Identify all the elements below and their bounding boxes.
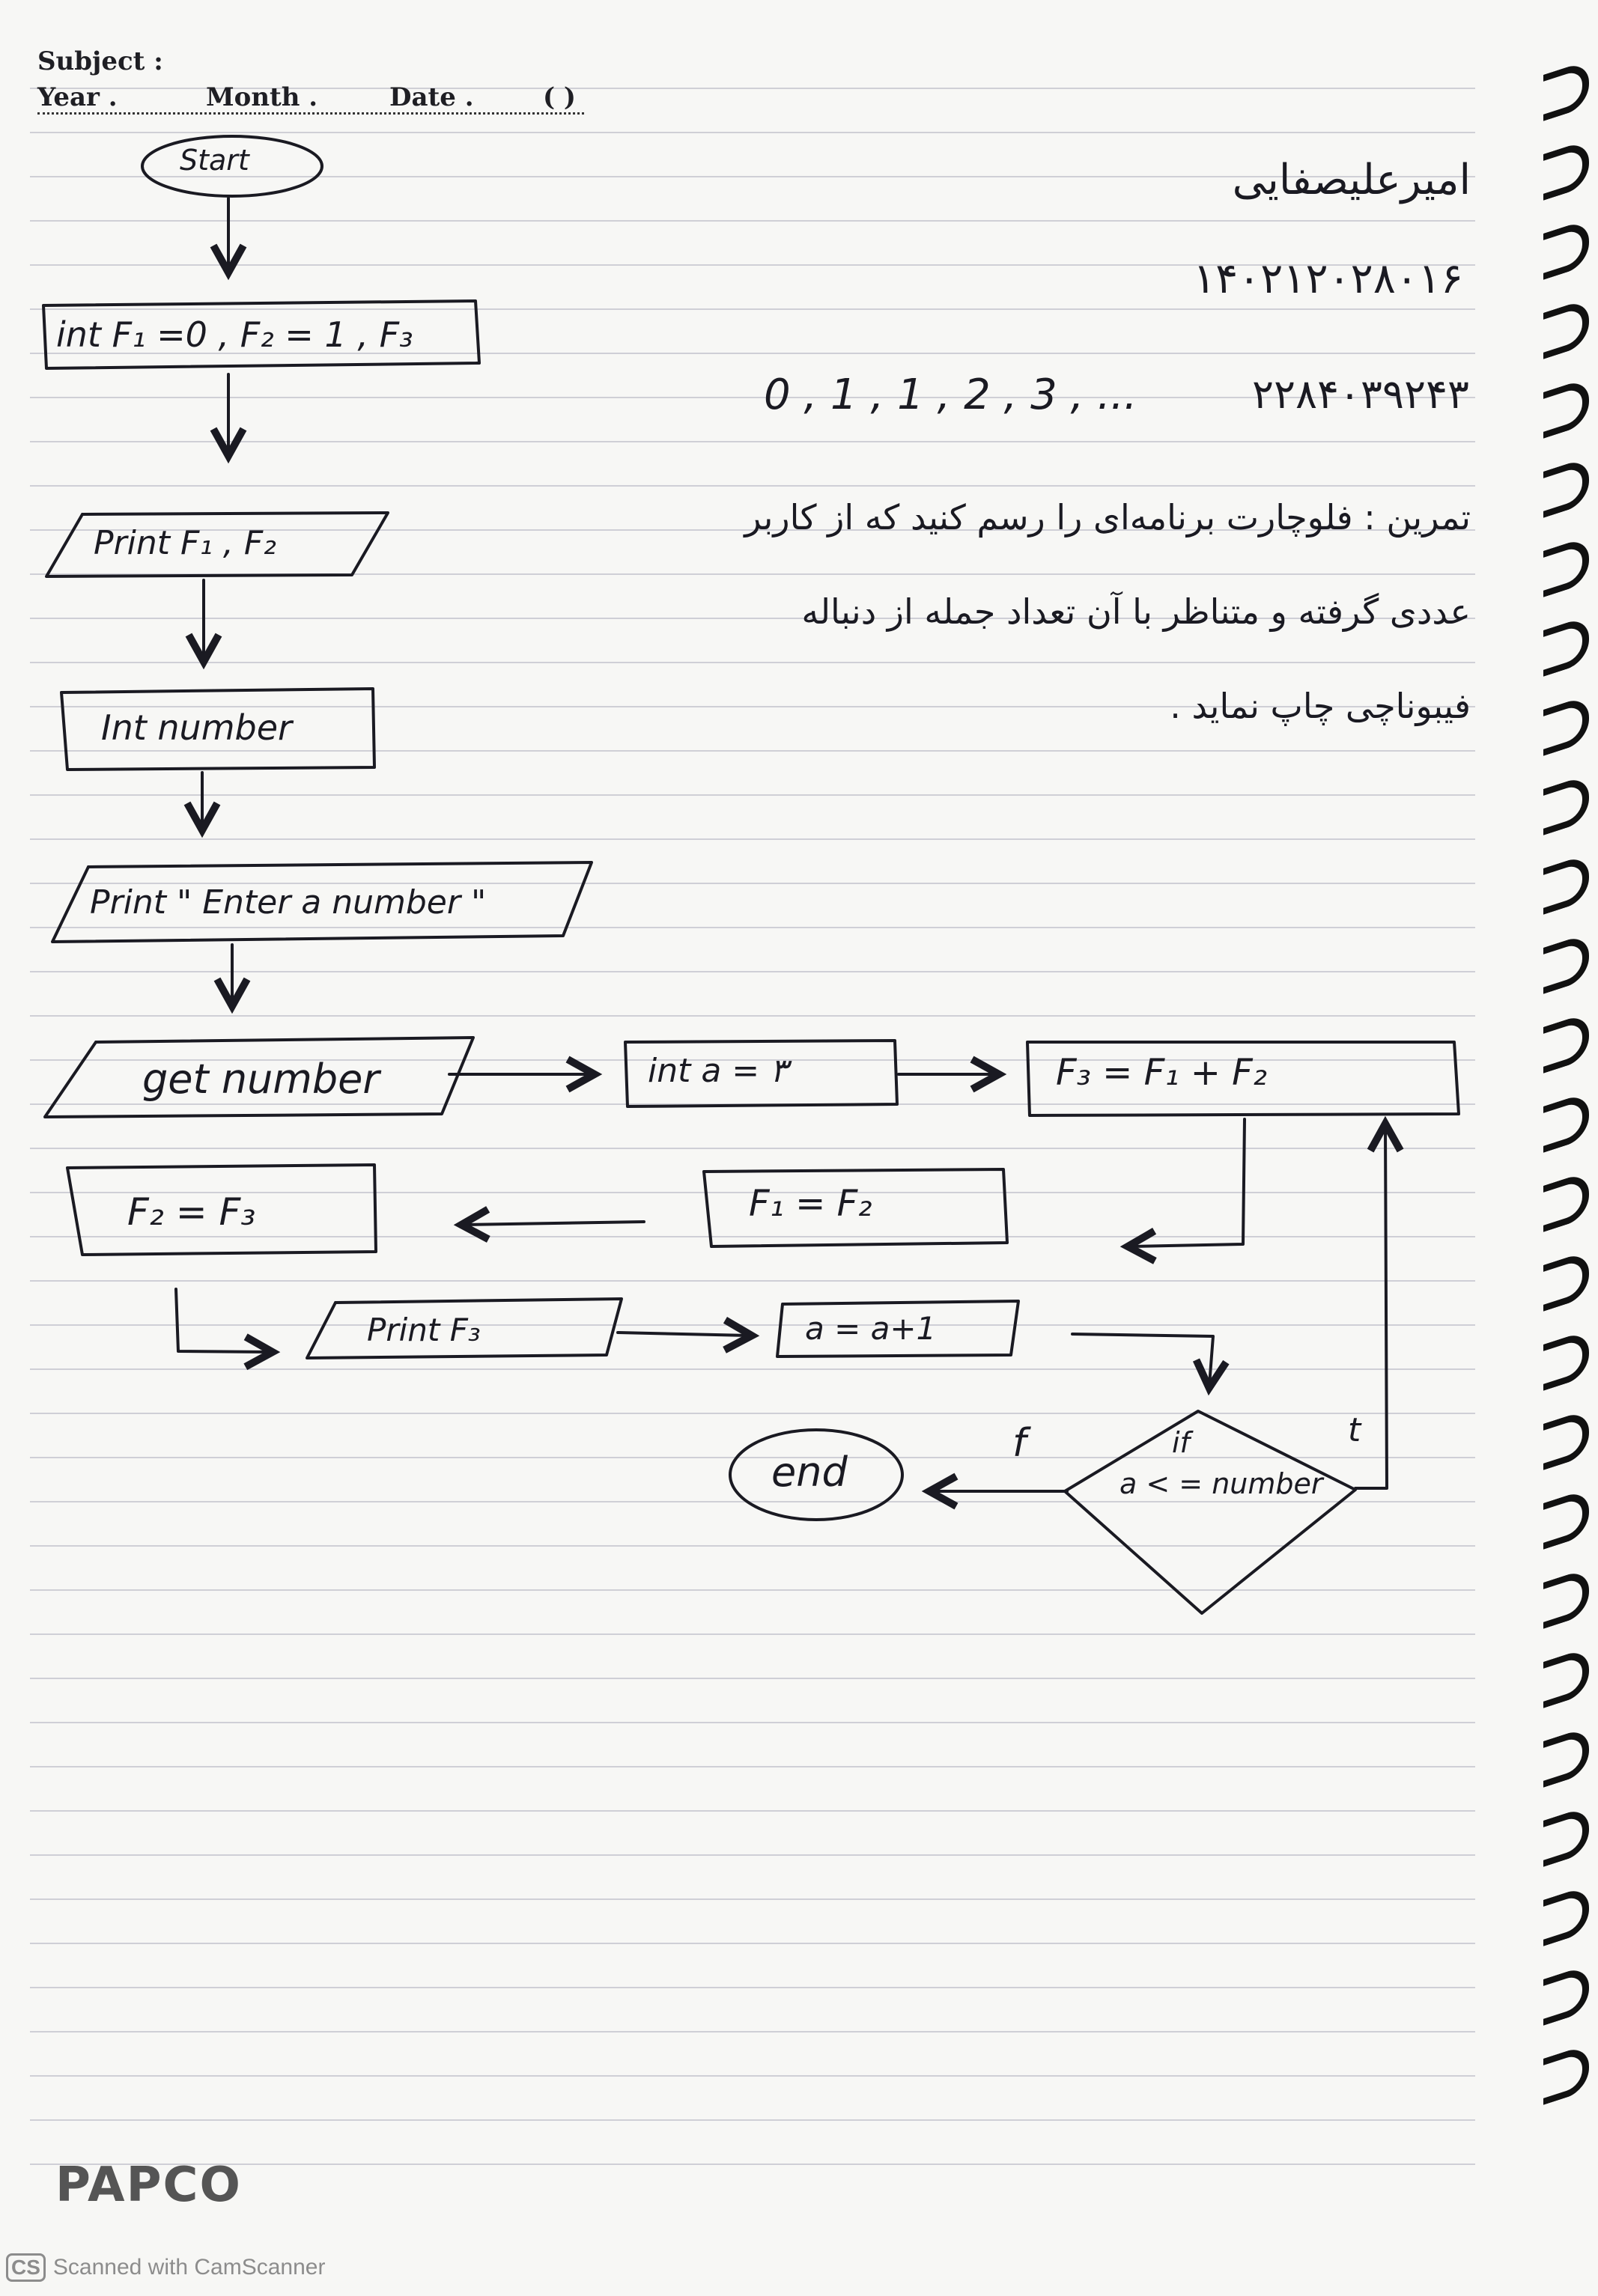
year-label: Year . — [37, 82, 118, 112]
f2-f3-label: F₂ = F₃ — [127, 1190, 256, 1234]
get-number-label: get number — [142, 1056, 380, 1103]
end-terminal — [729, 1428, 904, 1521]
flow-line-cond-true — [1354, 1115, 1404, 1490]
student-id: ۱۴۰۲۱۲۰۲۸۰۱۶ — [1193, 255, 1463, 303]
exercise-text: تمرین : فلوچارت برنامه‌ای را رسم کنید که… — [722, 470, 1471, 753]
a-inc-label: a = a+1 — [805, 1310, 937, 1347]
int-number-label: Int number — [101, 707, 292, 748]
flow-line-f1-f2 — [453, 1206, 645, 1243]
condition-expr-label: a < = number — [1119, 1467, 1323, 1500]
condition-if-label: if — [1172, 1426, 1190, 1459]
get-number-parallelogram — [43, 1036, 475, 1118]
sequence-number: ۲۲۸۴۰۳۹۲۴۳ — [1251, 371, 1469, 418]
camscanner-icon: CS — [6, 2253, 46, 2282]
exercise-line-3: فیبوناچی چاپ نماید . — [1170, 686, 1471, 726]
a-inc-box — [776, 1300, 1020, 1358]
int-number-box — [60, 687, 376, 771]
condition-diamond — [1063, 1410, 1357, 1615]
f3-sum-label: F₃ = F₁ + F₂ — [1056, 1052, 1268, 1094]
fibonacci-sequence: 0 , 1 , 1 , 2 , 3 , ... — [764, 371, 1137, 419]
print-f3-parallelogram — [306, 1297, 623, 1359]
exercise-line-2: عددی گرفته و متناظر با آن تعداد جمله از … — [801, 591, 1471, 632]
start-terminal — [141, 135, 323, 198]
false-branch-label: f — [1012, 1421, 1027, 1466]
print-f3-label: Print F₃ — [367, 1312, 481, 1348]
camscanner-text: Scanned with CamScanner — [52, 2255, 326, 2280]
camscanner-watermark: CS Scanned with CamScanner — [6, 2253, 325, 2282]
true-branch-label: t — [1348, 1411, 1361, 1449]
month-label: Month . — [206, 82, 318, 112]
init-box — [42, 299, 481, 370]
date-paren: ( ) — [543, 82, 577, 112]
header-underline — [37, 112, 584, 115]
print-f1f2-parallelogram — [45, 511, 389, 578]
f3-sum-box — [1026, 1041, 1460, 1117]
date-label: Date . — [389, 82, 474, 112]
prompt-label: Print " Enter a number " — [90, 883, 487, 922]
f2-f3-box — [66, 1163, 377, 1256]
print-f1f2-label: Print F₁ , F₂ — [94, 524, 276, 562]
init-label: int F₁ =0 , F₂ = 1 , F₃ — [56, 314, 413, 355]
student-name: امیرعلیصفایی — [1232, 156, 1471, 204]
papco-brand-logo: PAPCO — [55, 2158, 242, 2213]
exercise-line-1: تمرین : فلوچارت برنامه‌ای را رسم کنید که… — [744, 497, 1471, 538]
end-label: end — [771, 1449, 848, 1496]
flow-line-f3-f1 — [1119, 1118, 1246, 1264]
int-a-box — [624, 1039, 899, 1108]
f1-f2-box — [702, 1168, 1009, 1248]
f1-f2-label: F₁ = F₂ — [749, 1183, 872, 1225]
flow-line-inc-cond — [1071, 1333, 1230, 1396]
flow-line-f2-print — [174, 1288, 281, 1371]
start-label: Start — [180, 144, 249, 177]
int-a-label: int a = ۳ — [648, 1052, 788, 1090]
subject-label: Subject : — [37, 46, 163, 76]
flow-line-print-inc — [616, 1316, 760, 1353]
prompt-parallelogram — [51, 861, 593, 943]
